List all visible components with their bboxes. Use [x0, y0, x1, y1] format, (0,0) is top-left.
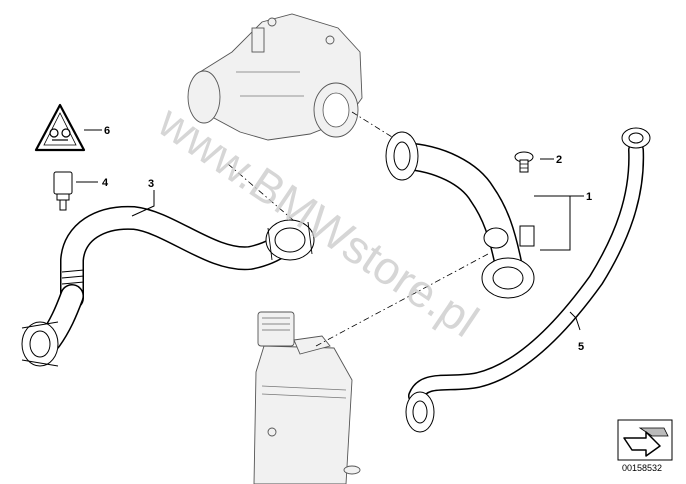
- callout-2[interactable]: 2: [556, 154, 562, 166]
- callout-5[interactable]: 5: [578, 341, 584, 353]
- expansion-tank[interactable]: [253, 311, 361, 484]
- callout-3[interactable]: 3: [148, 178, 154, 190]
- callout-4[interactable]: 4: [102, 177, 109, 189]
- coolant-warning-triangle-icon: [34, 103, 86, 152]
- leader-lines: [227, 111, 489, 347]
- reference-number: 00158532: [622, 463, 662, 473]
- callout-leaders: [76, 129, 584, 331]
- callout-1[interactable]: 1: [586, 191, 592, 203]
- bleeder-screw-2[interactable]: [514, 151, 534, 173]
- coolant-hose-5[interactable]: [405, 127, 651, 433]
- watermark-text: www.BMWstore.pl: [149, 95, 488, 347]
- thermostat-housing[interactable]: [187, 13, 363, 141]
- coolant-hose-3[interactable]: [21, 205, 315, 367]
- temperature-sensor-4[interactable]: [53, 171, 73, 211]
- next-page-arrow-icon[interactable]: [617, 419, 673, 461]
- coolant-hose-1[interactable]: [385, 131, 535, 299]
- callout-6[interactable]: 6: [104, 125, 110, 137]
